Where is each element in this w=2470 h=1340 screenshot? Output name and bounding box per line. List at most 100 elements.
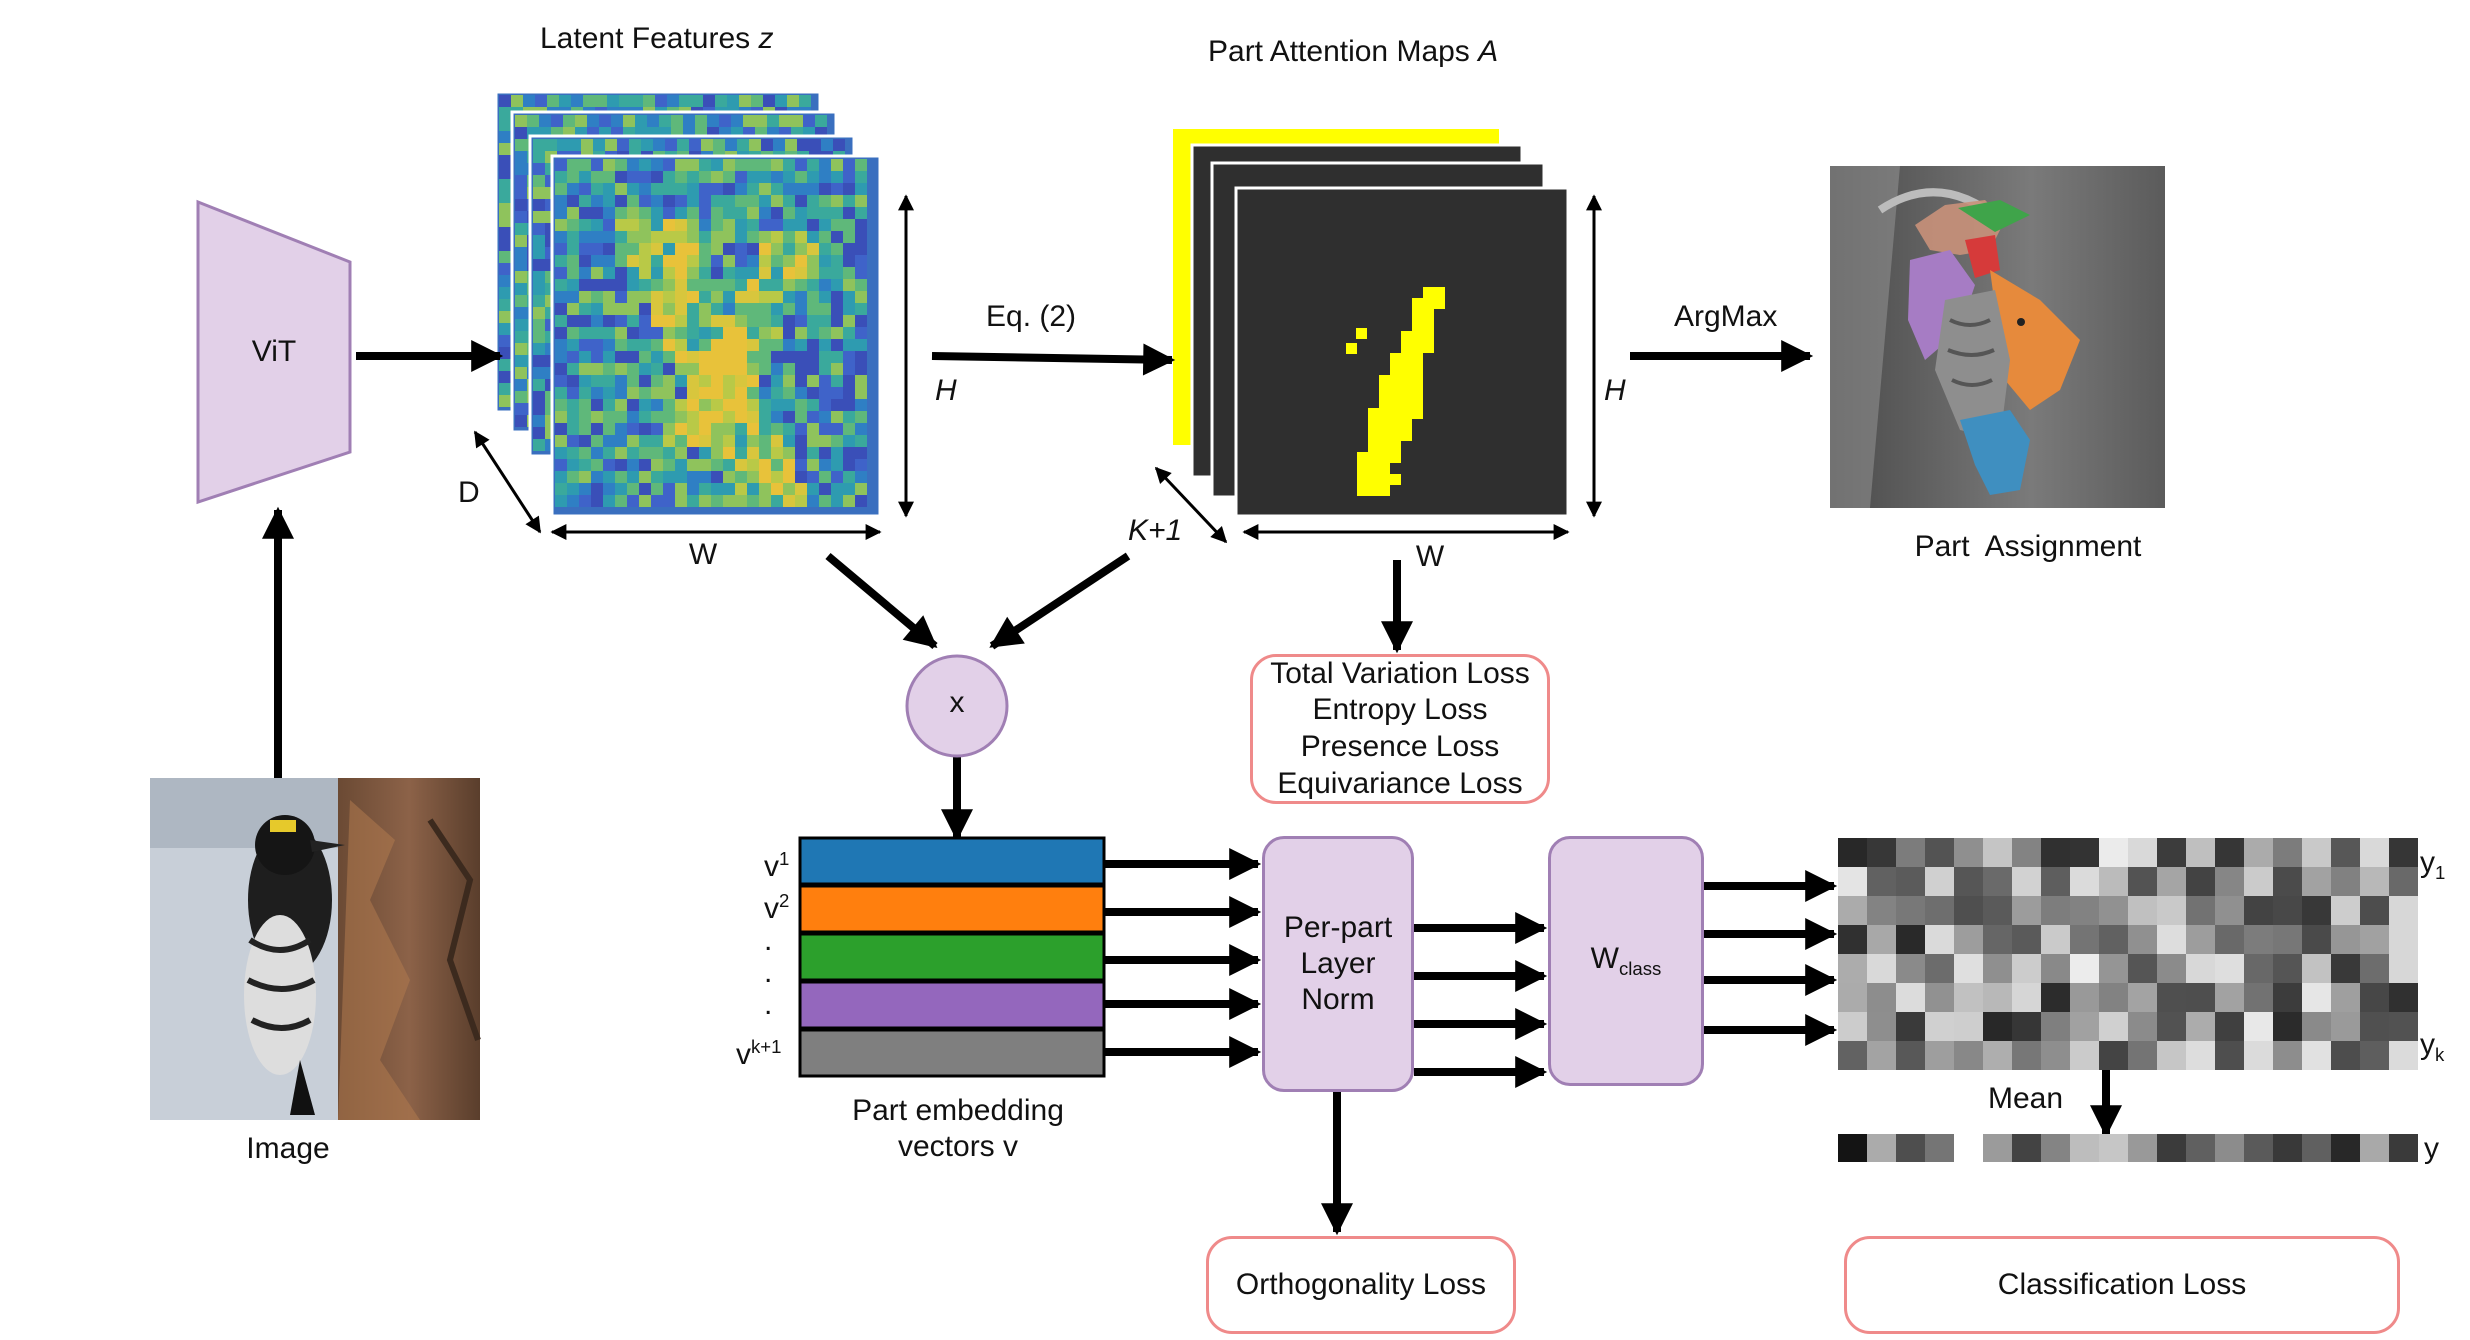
logit-cell bbox=[2070, 838, 2099, 867]
latent-width-label: W bbox=[688, 538, 718, 571]
logit-cell bbox=[2360, 867, 2389, 896]
multiply-node bbox=[905, 654, 1009, 758]
logit-cell bbox=[1838, 983, 1867, 1012]
logit-cell bbox=[1925, 896, 1954, 925]
logit-cell bbox=[1896, 896, 1925, 925]
logit-cell bbox=[2070, 954, 2099, 983]
mean-logit-cell bbox=[1954, 1134, 1983, 1162]
connector-arrows bbox=[1104, 848, 1838, 1088]
logit-cell bbox=[2302, 838, 2331, 867]
logit-cell bbox=[2331, 954, 2360, 983]
logit-cell bbox=[1983, 925, 2012, 954]
logit-cell bbox=[2302, 1041, 2331, 1070]
logit-cell bbox=[1838, 867, 1867, 896]
logit-cell bbox=[2389, 867, 2418, 896]
logit-cell bbox=[2389, 1012, 2418, 1041]
input-image bbox=[150, 778, 481, 1120]
latent-feature-stack bbox=[494, 90, 882, 518]
logit-cell bbox=[1925, 954, 1954, 983]
logit-cell bbox=[2331, 896, 2360, 925]
logit-cell bbox=[2012, 838, 2041, 867]
logit-cell bbox=[2302, 1012, 2331, 1041]
embedding-caption-2: vectors v bbox=[897, 1130, 1019, 1163]
attention-height-label: H bbox=[1604, 374, 1626, 407]
logit-cell bbox=[2389, 896, 2418, 925]
logit-label-y1: y1 bbox=[2420, 846, 2446, 883]
logit-cell bbox=[2186, 1012, 2215, 1041]
logit-cell bbox=[2157, 983, 2186, 1012]
mean-logit-cell bbox=[2360, 1134, 2389, 1162]
logit-cell bbox=[1983, 896, 2012, 925]
logit-cell bbox=[2041, 1012, 2070, 1041]
logit-cell bbox=[2128, 896, 2157, 925]
logit-cell bbox=[2331, 983, 2360, 1012]
logit-cell bbox=[2360, 1012, 2389, 1041]
logit-cell bbox=[2186, 925, 2215, 954]
logit-cell bbox=[1925, 867, 1954, 896]
embedding-label-v1: v1 bbox=[764, 848, 790, 883]
logit-cell bbox=[2389, 983, 2418, 1012]
attention-blob bbox=[1346, 287, 1445, 496]
logit-cell bbox=[1954, 1012, 1983, 1041]
logit-cell bbox=[2302, 867, 2331, 896]
mean-logit-cell bbox=[2215, 1134, 2244, 1162]
logit-grid bbox=[1838, 838, 2418, 1070]
logit-cell bbox=[2070, 983, 2099, 1012]
logit-cell bbox=[2186, 954, 2215, 983]
logit-cell bbox=[2099, 925, 2128, 954]
loss-entropy: Entropy Loss bbox=[1312, 693, 1488, 727]
mean-logit-strip bbox=[1838, 1134, 2418, 1162]
logit-cell bbox=[2302, 896, 2331, 925]
logit-cell bbox=[1896, 1012, 1925, 1041]
logit-cell bbox=[2186, 896, 2215, 925]
logit-cell bbox=[2099, 983, 2128, 1012]
mean-logit-cell bbox=[2070, 1134, 2099, 1162]
logit-cell bbox=[2099, 867, 2128, 896]
logit-cell bbox=[2070, 925, 2099, 954]
logit-cell bbox=[1867, 896, 1896, 925]
logit-cell bbox=[1867, 867, 1896, 896]
wclass-block: Wclass bbox=[1548, 836, 1704, 1086]
logit-cell bbox=[1925, 983, 1954, 1012]
logit-cell bbox=[2070, 896, 2099, 925]
logit-cell bbox=[2012, 954, 2041, 983]
logit-cell bbox=[2099, 954, 2128, 983]
logit-cell bbox=[2360, 838, 2389, 867]
logit-cell bbox=[2128, 838, 2157, 867]
embedding-dot-2: . bbox=[764, 956, 773, 989]
logit-cell bbox=[1983, 838, 2012, 867]
logit-cell bbox=[2215, 1012, 2244, 1041]
logit-cell bbox=[2244, 896, 2273, 925]
logit-cell bbox=[2273, 896, 2302, 925]
logit-cell bbox=[2128, 867, 2157, 896]
logit-cell bbox=[2157, 954, 2186, 983]
logit-cell bbox=[2041, 1041, 2070, 1070]
logit-cell bbox=[2273, 925, 2302, 954]
mean-logit-cell bbox=[2186, 1134, 2215, 1162]
logit-cell bbox=[2215, 954, 2244, 983]
logit-cell bbox=[2215, 867, 2244, 896]
part-assignment-image bbox=[1830, 166, 2165, 508]
logit-cell bbox=[2215, 838, 2244, 867]
mean-logit-cell bbox=[2244, 1134, 2273, 1162]
logit-cell bbox=[2157, 1012, 2186, 1041]
logit-cell bbox=[1867, 1041, 1896, 1070]
logit-cell bbox=[2041, 896, 2070, 925]
embedding-bar-3 bbox=[798, 932, 1106, 982]
part-assignment-caption: Part Assignment bbox=[1914, 530, 2142, 563]
vit-label: ViT bbox=[251, 335, 297, 368]
logit-cell bbox=[2041, 954, 2070, 983]
logit-cell bbox=[1954, 954, 1983, 983]
logit-cell bbox=[2012, 896, 2041, 925]
logit-cell bbox=[2157, 838, 2186, 867]
logit-cell bbox=[2041, 925, 2070, 954]
logit-cell bbox=[2215, 896, 2244, 925]
logit-cell bbox=[2041, 983, 2070, 1012]
logit-cell bbox=[1954, 925, 1983, 954]
embedding-bar-1 bbox=[798, 836, 1106, 886]
logit-cell bbox=[1838, 925, 1867, 954]
logit-cell bbox=[2128, 1012, 2157, 1041]
logit-cell bbox=[2360, 925, 2389, 954]
logit-cell bbox=[2273, 954, 2302, 983]
